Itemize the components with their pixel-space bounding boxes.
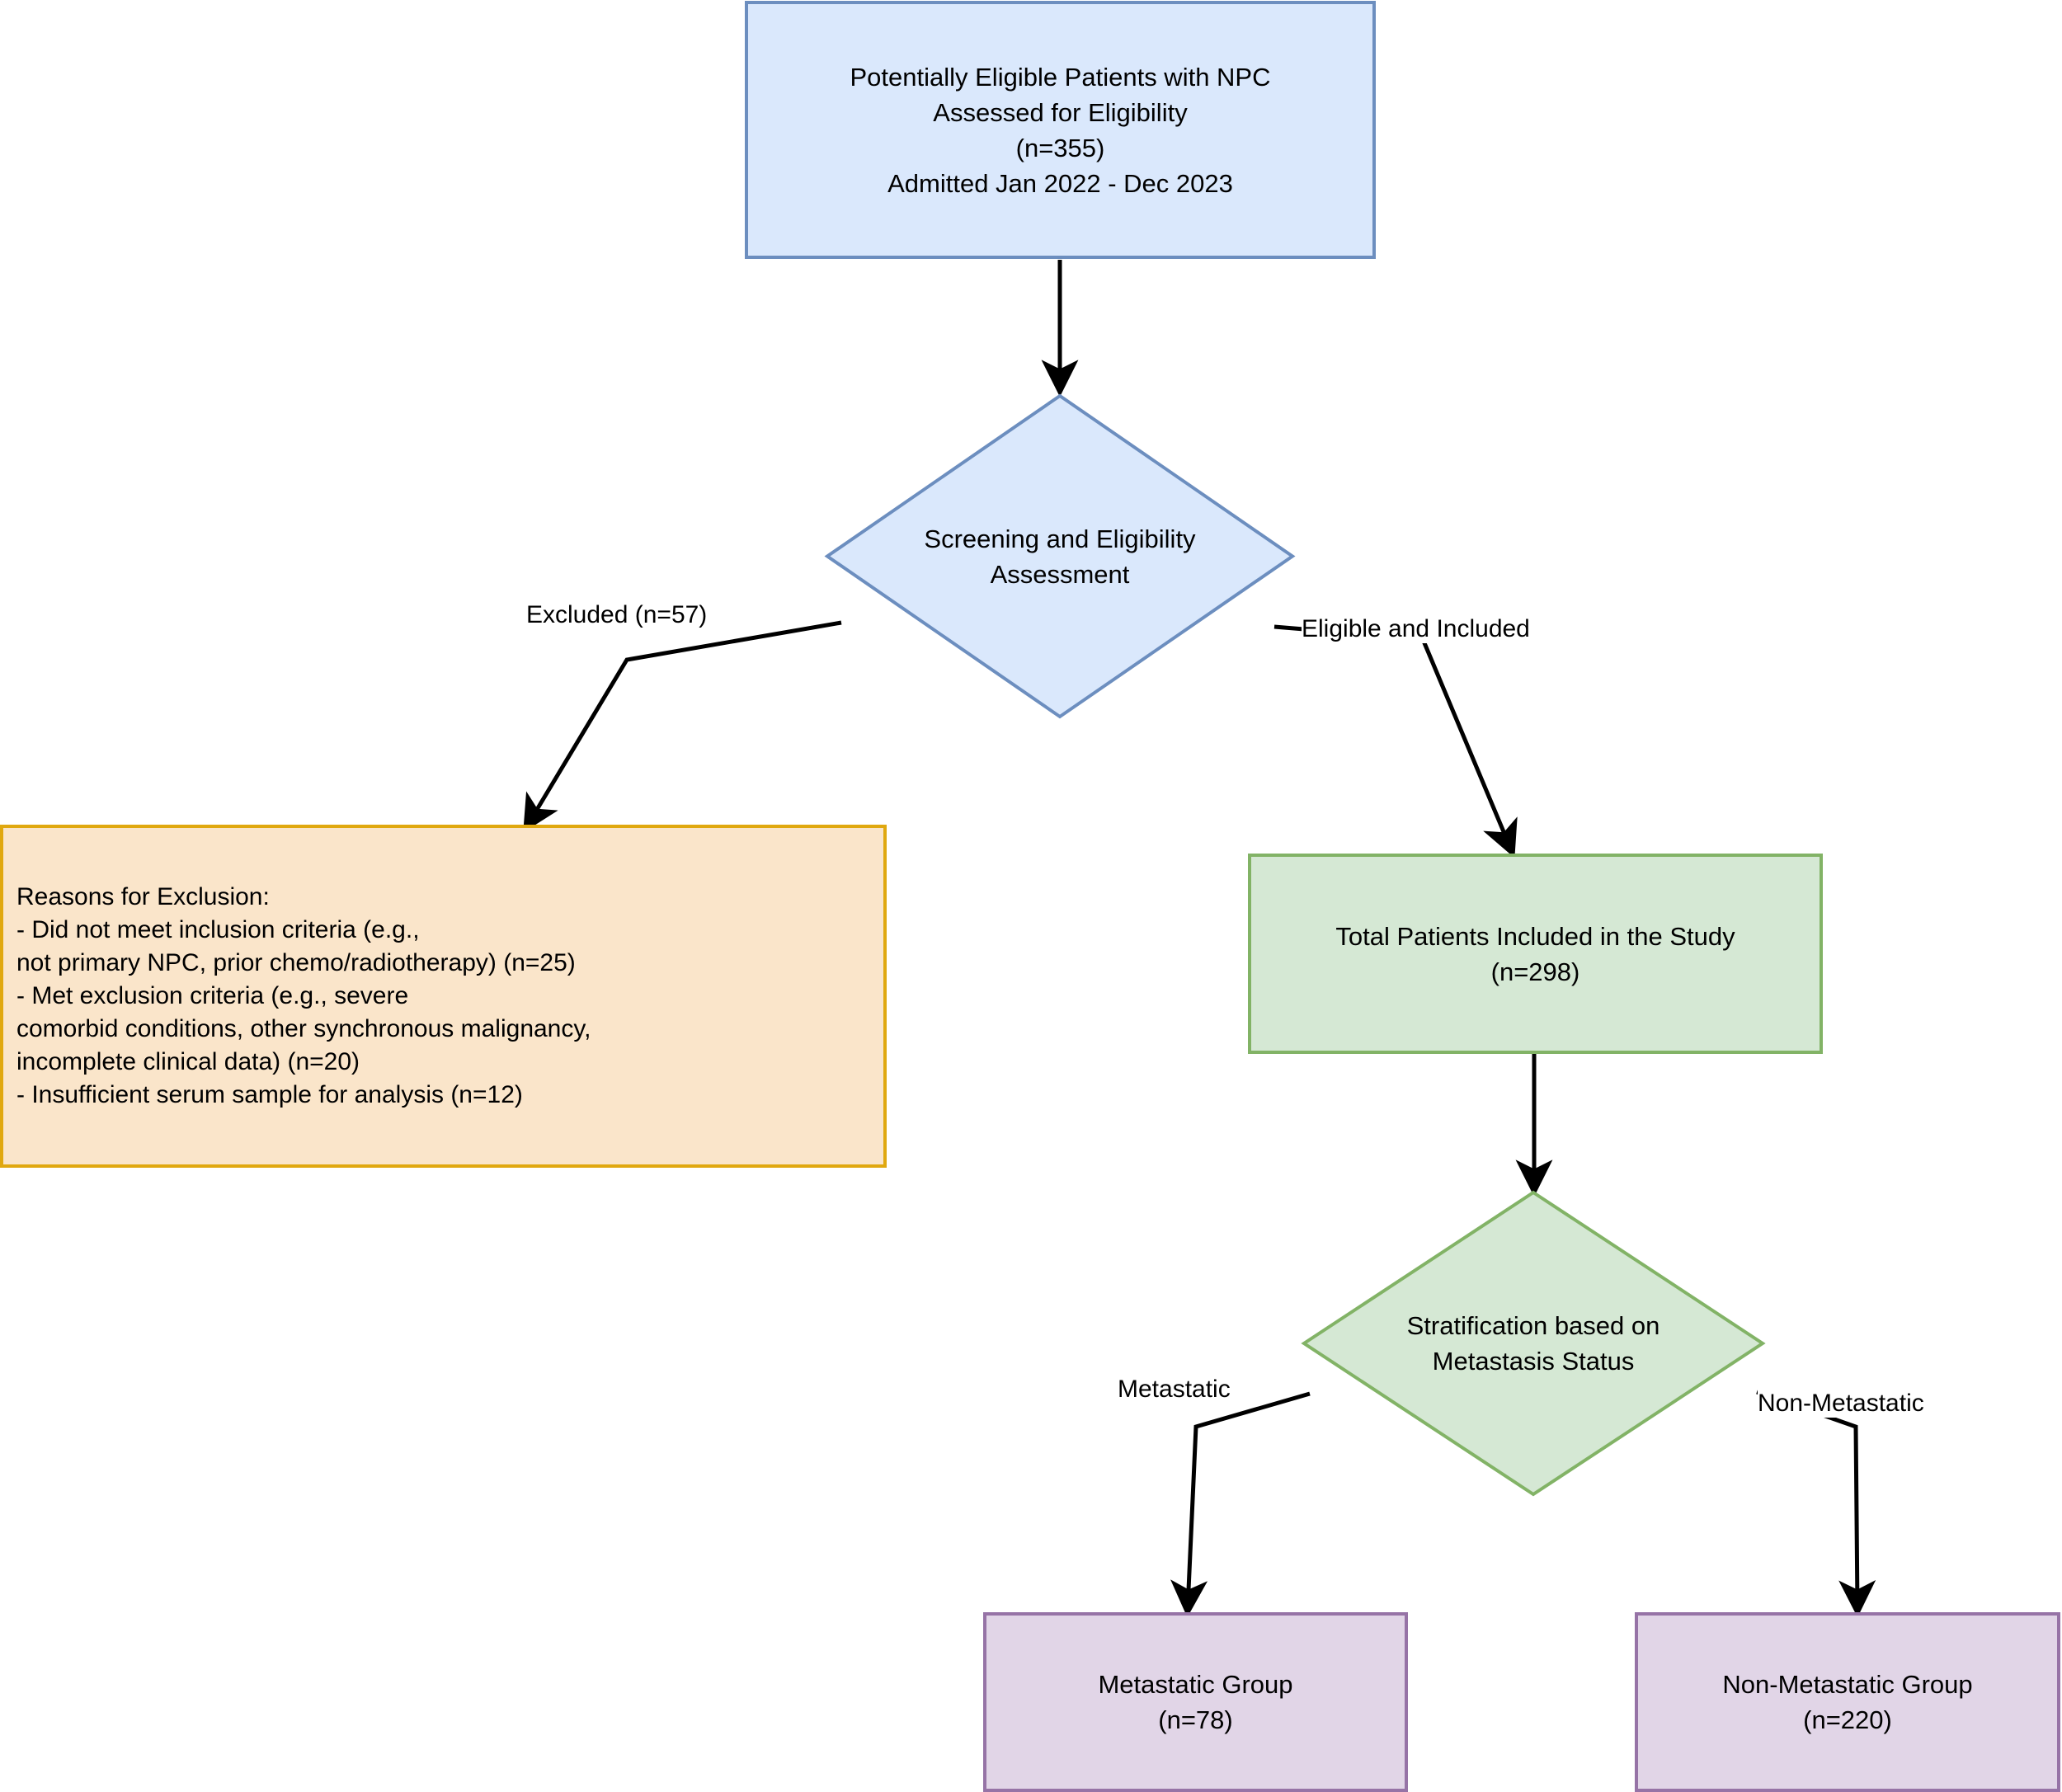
node-metastatic-group[interactable]: Metastatic Group (n=78) <box>983 1612 1408 1792</box>
node-eligible-patients[interactable]: Potentially Eligible Patients with NPC A… <box>745 1 1376 259</box>
edge-label-metastatic: Metastatic <box>1118 1376 1231 1404</box>
edge-label-eligible-included: Eligible and Included <box>1302 615 1530 643</box>
node-stratification-label: Stratification based on Metastasis Statu… <box>1406 1311 1660 1376</box>
edge-label-excluded: Excluded (n=57) <box>526 601 708 629</box>
node-total-included-label: Total Patients Included in the Study (n=… <box>1335 921 1735 986</box>
node-non-metastatic-group-label: Non-Metastatic Group (n=220) <box>1722 1670 1973 1734</box>
stratification-diamond-shape <box>1301 1190 1766 1497</box>
node-exclusion-reasons-label: Reasons for Exclusion: - Did not meet in… <box>16 883 591 1108</box>
screening-diamond-shape <box>824 393 1296 719</box>
node-screening-diamond[interactable]: Screening and Eligibility Assessment <box>824 393 1296 719</box>
edge-screening-to-exclusion <box>523 620 842 833</box>
node-screening-label: Screening and Eligibility Assessment <box>924 524 1196 589</box>
edge-stratification-to-metastatic <box>1170 1391 1311 1618</box>
edge-screening-to-included <box>1273 624 1518 858</box>
node-stratification-diamond[interactable]: Stratification based on Metastasis Statu… <box>1301 1190 1766 1497</box>
edge-label-non-metastatic: Non-Metastatic <box>1758 1390 1924 1418</box>
node-metastatic-group-label: Metastatic Group (n=78) <box>1098 1670 1293 1734</box>
node-non-metastatic-group[interactable]: Non-Metastatic Group (n=220) <box>1635 1612 2060 1792</box>
node-total-included[interactable]: Total Patients Included in the Study (n=… <box>1248 854 1823 1054</box>
node-exclusion-reasons[interactable]: Reasons for Exclusion: - Did not meet in… <box>0 825 887 1168</box>
edge-stratification-to-non-metastatic <box>1756 1390 1876 1618</box>
node-eligible-patients-label: Potentially Eligible Patients with NPC A… <box>850 62 1271 198</box>
